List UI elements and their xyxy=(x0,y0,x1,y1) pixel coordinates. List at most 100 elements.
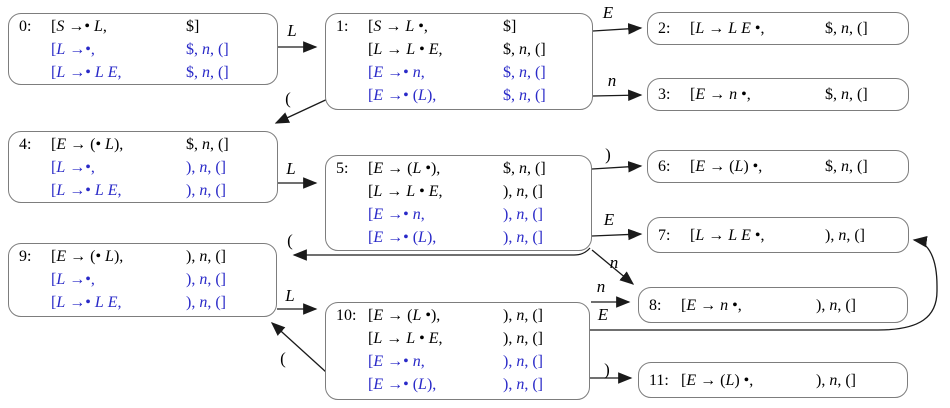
state-0-box: 0:[S →• L,$][L →•,$, n, (][L →• L E,$, n… xyxy=(8,13,278,85)
state-4-box: 4:[E → (• L),$, n, (][L →•,), n, (][L →•… xyxy=(8,131,278,203)
lookahead-text: $, n, (] xyxy=(825,158,868,175)
edge-4-to-5-label: L xyxy=(285,159,295,178)
state-9-number xyxy=(19,268,51,291)
edge-1-to-3-label: n xyxy=(608,71,617,90)
lr-item-row: [L →•, ), n, (] xyxy=(19,268,272,291)
item-text: [S → L •, xyxy=(368,18,428,35)
item-text: [E → n •, xyxy=(690,86,751,103)
edge-1-to-4-label: ( xyxy=(285,89,291,108)
item-text: [E → (L •), xyxy=(368,160,441,177)
lookahead-text: ), n, (] xyxy=(186,271,226,288)
item-text: [L → L • E, xyxy=(368,183,443,200)
item-text: [L →•, xyxy=(51,41,95,58)
lookahead-text: ), n, (] xyxy=(503,376,543,393)
state-4-number xyxy=(19,156,51,179)
edge-10-to-7-arrow xyxy=(590,236,938,331)
lookahead-text: ), n, (] xyxy=(186,248,226,265)
lookahead-text: ), n, (] xyxy=(503,307,543,324)
lr-item-row: [E →• (L),), n, (] xyxy=(336,226,587,249)
state-8-number: 8: xyxy=(649,296,662,314)
lr-item-row: 9: [E → (• L), ), n, (] xyxy=(19,245,272,268)
state-1-number xyxy=(336,84,368,107)
lr-item-row: 2:[L → L E •,$, n, (] xyxy=(658,17,868,40)
lr-item-row: [L →• L E, $, n, (] xyxy=(19,61,273,84)
state-10-number: 10: xyxy=(336,307,357,324)
state-0-number xyxy=(19,38,51,61)
item-text: [S →• L, xyxy=(51,18,107,35)
item-text: [E →• n, xyxy=(368,353,425,370)
edge-1-to-3-arrow xyxy=(592,89,643,101)
item-text: [L →• L E, xyxy=(51,64,122,81)
state-7-box: 7:[L → L E •,), n, (] xyxy=(647,217,909,253)
lr-item-row: 8:[E → n •,), n, (] xyxy=(649,294,856,317)
state-0-number xyxy=(19,61,51,84)
state-6-number: 6: xyxy=(658,158,671,175)
state-11-number: 11: xyxy=(649,371,669,389)
state-2-box: 2:[L → L E •,$, n, (] xyxy=(647,12,909,45)
edge-5-to-6-arrow xyxy=(591,161,643,173)
item-text: [E →• n, xyxy=(368,64,425,81)
lookahead-text: $, n, (] xyxy=(186,136,229,153)
edge-10-to-11-label: ) xyxy=(604,360,610,379)
lookahead-text: $] xyxy=(503,18,517,35)
lookahead-text: ), n, (] xyxy=(816,296,856,314)
item-text: [L →•, xyxy=(51,271,95,288)
lookahead-text: $, n, (] xyxy=(186,41,229,58)
state-10-number xyxy=(336,373,368,396)
item-text: [L →• L E, xyxy=(51,294,122,311)
lookahead-text: ), n, (] xyxy=(186,182,226,199)
item-text: [E →• (L), xyxy=(368,376,437,393)
edge-10-to-9-arrow xyxy=(270,322,327,373)
state-6-box: 6:[E → (L) •,$, n, (] xyxy=(647,150,909,183)
state-1-number: 1: xyxy=(336,18,349,35)
lr-item-row: [L → L • E, $, n, (] xyxy=(336,38,588,61)
lr-item-row: 4: [E → (• L), $, n, (] xyxy=(19,133,273,156)
state-10-number xyxy=(336,327,368,350)
state-5-number: 5: xyxy=(336,160,349,177)
edge-5-to-8-label: n xyxy=(610,253,619,272)
lookahead-text: $, n, (] xyxy=(825,86,868,103)
item-text: [L → L E •, xyxy=(690,20,765,37)
lr-item-row: 3: [E → n •, $, n, (] xyxy=(658,83,868,106)
lr-item-row: [E →• (L), $, n, (] xyxy=(336,84,588,107)
state-1-number xyxy=(336,61,368,84)
state-9-number xyxy=(19,291,51,314)
lookahead-text: ), n, (] xyxy=(503,330,543,347)
lookahead-text: $, n, (] xyxy=(186,64,229,81)
lookahead-text: ), n, (] xyxy=(186,294,226,311)
state-4-number xyxy=(19,179,51,202)
state-9-number: 9: xyxy=(19,248,32,265)
lr-item-row: [L →•, $, n, (] xyxy=(19,38,273,61)
lr-item-row: 5: [E → (L •), $, n, (] xyxy=(336,157,587,180)
edge-1-to-2-label: E xyxy=(602,3,614,22)
lookahead-text: $, n, (] xyxy=(503,87,546,104)
lookahead-text: ), n, (] xyxy=(503,206,543,223)
lr-item-row: 6:[E → (L) •,$, n, (] xyxy=(658,155,868,178)
lookahead-text: $] xyxy=(186,18,200,35)
item-text: [L → L • E, xyxy=(368,330,443,347)
lookahead-text: ), n, (] xyxy=(825,226,865,244)
edge-10-to-8-label: n xyxy=(597,277,606,296)
item-text: [E → (L) •, xyxy=(681,371,754,389)
item-text: [E → (• L), xyxy=(51,136,124,153)
state-3-box: 3: [E → n •, $, n, (] xyxy=(647,78,909,111)
edge-10-to-7-label: E xyxy=(597,305,609,324)
edge-5-to-7-label: E xyxy=(603,210,615,229)
item-text: [L → L E •, xyxy=(690,226,765,244)
item-text: [L → L • E, xyxy=(368,41,443,58)
edge-1-to-2-arrow xyxy=(592,23,643,35)
lr-item-row: 7:[L → L E •,), n, (] xyxy=(658,224,865,247)
state-3-number: 3: xyxy=(658,86,671,103)
lr-item-row: [E →• n,), n, (] xyxy=(336,203,587,226)
lookahead-text: ), n, (] xyxy=(503,229,543,246)
lookahead-text: $, n, (] xyxy=(503,160,546,177)
item-text: [E →• (L), xyxy=(368,87,437,104)
state-2-number: 2: xyxy=(658,20,671,37)
edge-10-to-9-label: ( xyxy=(280,349,286,368)
lr-item-row: [L → L • E, ), n, (] xyxy=(336,327,585,350)
lookahead-text: $, n, (] xyxy=(503,41,546,58)
item-text: [E → (• L), xyxy=(51,248,124,265)
state-4-number: 4: xyxy=(19,136,32,153)
state-11-box: 11:[E → (L) •,), n, (] xyxy=(638,362,908,398)
